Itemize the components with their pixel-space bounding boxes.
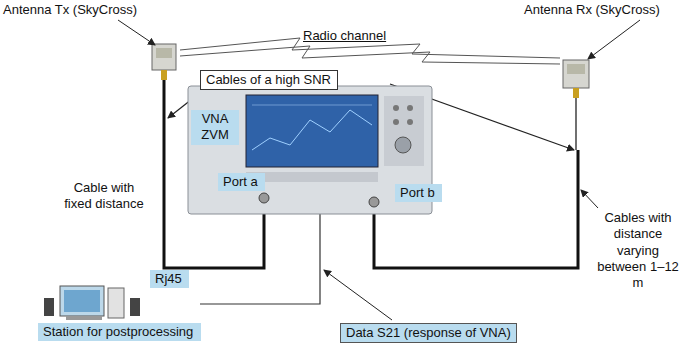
station-label: Station for postprocessing	[38, 323, 201, 341]
antenna-rx	[563, 60, 589, 98]
label-holder: Cables with distance varying between 1–1…	[592, 210, 684, 291]
node-text: VNA ZVM	[196, 111, 234, 144]
label-holder: Antenna Tx (SkyCross)	[3, 2, 137, 18]
data-label: Data S21 (response of VNA)	[340, 323, 517, 343]
port-label: Port a	[218, 173, 265, 191]
node-text: Cables of a high SNR	[206, 72, 332, 88]
device-label: VNA ZVM	[191, 110, 239, 145]
computer-station	[44, 286, 140, 320]
label-holder: Antenna Rx (SkyCross)	[524, 2, 660, 18]
interface-label: Rj45	[150, 270, 189, 288]
channel-label: Radio channel	[303, 28, 386, 44]
antenna-label: Antenna Rx (SkyCross)	[524, 2, 660, 18]
cable-label: Cables with distance varying between 1–1…	[592, 210, 684, 291]
node-text: Rj45	[155, 271, 184, 287]
antenna-label: Antenna Tx (SkyCross)	[3, 2, 137, 18]
antenna-tx	[152, 44, 176, 80]
note-box: Cables of a high SNR	[200, 70, 338, 90]
node-text: Port a	[223, 174, 260, 190]
node-text: Port b	[400, 185, 437, 201]
node-text: Data S21 (response of VNA)	[346, 325, 511, 341]
label-holder: Radio channel	[303, 28, 386, 44]
cable-label: Cable with fixed distance	[60, 180, 148, 213]
port-label: Port b	[395, 184, 442, 202]
node-text: Station for postprocessing	[43, 324, 196, 340]
label-holder: Cable with fixed distance	[60, 180, 148, 213]
